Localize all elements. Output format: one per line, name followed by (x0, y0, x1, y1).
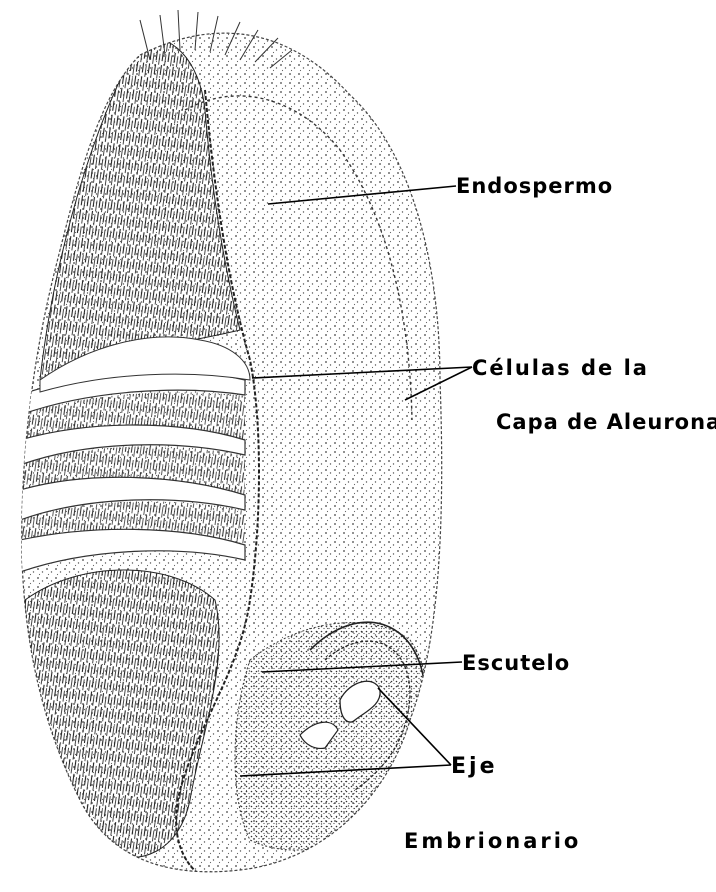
label-aleurone-cells: Células de la (472, 356, 649, 380)
label-endosperm: Endospermo (456, 174, 613, 198)
label-embryonic-axis-line2: Embrionario (404, 829, 581, 853)
label-aleurone-layer: Capa de Aleurona (496, 410, 716, 434)
label-embryonic-axis: Eje (451, 754, 498, 779)
label-scutellum: Escutelo (462, 651, 570, 675)
band-hatch (20, 392, 245, 545)
